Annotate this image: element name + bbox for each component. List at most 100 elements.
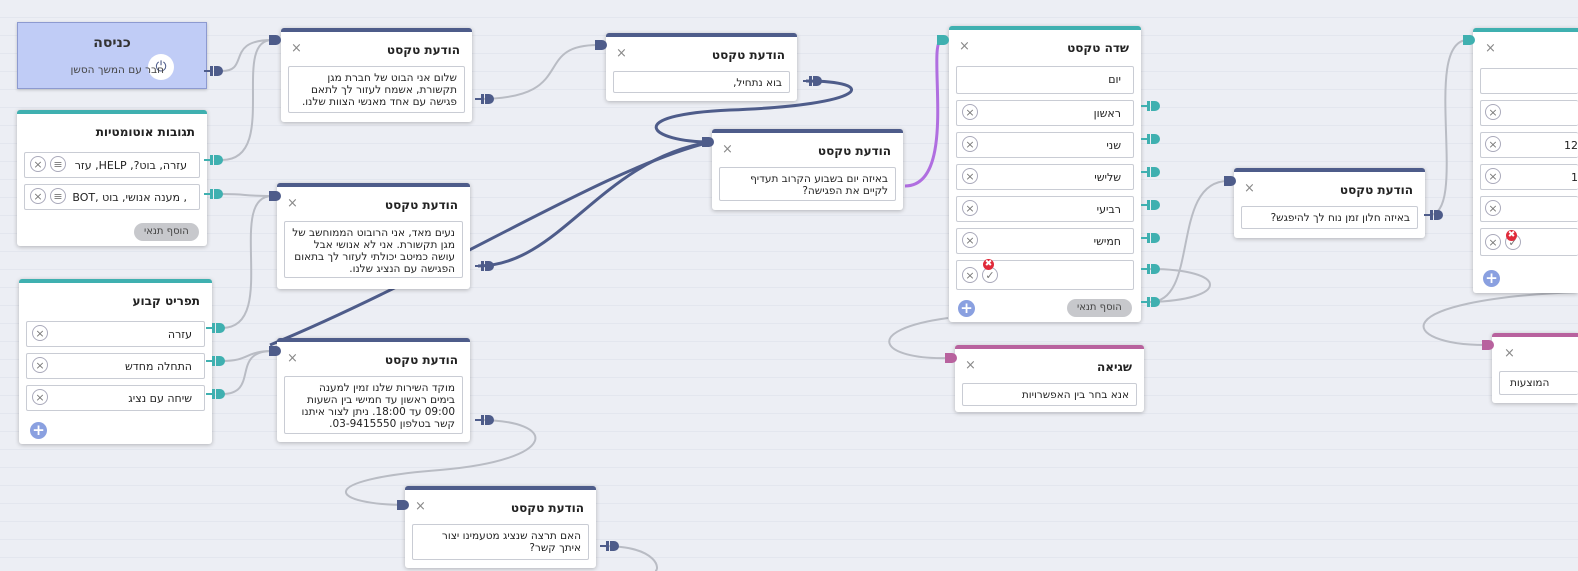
row-text: חמישי: [1093, 235, 1121, 248]
close-icon[interactable]: ×: [1485, 41, 1496, 56]
option-row-2[interactable]: שני×: [956, 132, 1134, 158]
error-node[interactable]: שגיאה × אנא בחר בין האפשרויות: [955, 345, 1144, 412]
partial-text-field-node[interactable]: × × ×12 ×1 × ×✓ +: [1473, 28, 1578, 293]
error-text[interactable]: אנא בחר בין האפשרויות: [962, 383, 1137, 406]
node-title: הודעת טקסט ×: [277, 342, 470, 376]
remove-icon[interactable]: ×: [962, 267, 978, 283]
add-item-button[interactable]: +: [958, 300, 975, 317]
add-item-button[interactable]: +: [1483, 270, 1500, 287]
wire-auto1-msg1: [221, 39, 273, 161]
close-icon[interactable]: ×: [291, 41, 302, 56]
menu-row-3[interactable]: שיחה עם נציג ×: [26, 385, 205, 411]
remove-icon[interactable]: ×: [962, 136, 978, 152]
close-icon[interactable]: ×: [722, 142, 733, 157]
auto-response-row-2[interactable]: , מענה אנושי, בוט ,BOT × ≡: [24, 184, 200, 210]
node-title: שדה טקסט ×: [949, 30, 1141, 64]
menu-row-1[interactable]: עזרה ×: [26, 321, 205, 347]
partial-error-node[interactable]: × המוצעות: [1492, 333, 1578, 403]
close-icon[interactable]: ×: [1244, 181, 1255, 196]
title-text: הודעת טקסט: [384, 353, 458, 367]
text-field-node[interactable]: שדה טקסט× יום ראשון× שני× שלישי× רביעי× …: [949, 26, 1141, 322]
message-text[interactable]: באיזה חלון זמן נוח לך להיפגש?: [1241, 206, 1418, 229]
remove-icon[interactable]: ×: [32, 325, 48, 341]
text-message-node-3[interactable]: הודעת טקסט × מוקד השירות שלנו זמין למענה …: [277, 338, 470, 442]
partial-row-1[interactable]: [1480, 68, 1578, 94]
text-message-node-7[interactable]: הודעת טקסט× באיזה חלון זמן נוח לך להיפגש…: [1234, 168, 1425, 238]
title-text: הודעת טקסט: [386, 43, 460, 57]
wire-tf-msg7: [1149, 180, 1229, 303]
settings-icon[interactable]: ≡: [50, 156, 66, 172]
option-row-3[interactable]: שלישי×: [956, 164, 1134, 190]
close-icon[interactable]: ×: [287, 351, 298, 366]
wire-msg6-textfield: [904, 38, 943, 188]
partial-row-3[interactable]: ×12: [1480, 132, 1578, 158]
remove-icon[interactable]: ×: [962, 200, 978, 216]
remove-icon[interactable]: ×: [962, 232, 978, 248]
remove-icon[interactable]: ×: [1485, 104, 1501, 120]
remove-icon[interactable]: ×: [30, 156, 46, 172]
option-row-5[interactable]: חמישי ×: [956, 228, 1134, 254]
fixed-menu-node[interactable]: תפריט קבוע עזרה × התחלה מחדש × שיחה עם נ…: [19, 279, 212, 444]
wire-auto2-msg2: [221, 193, 273, 197]
menu-row-2[interactable]: התחלה מחדש ×: [26, 353, 205, 379]
text-message-node-1[interactable]: הודעת טקסט × שלום אני הבוט של חברת מגן תק…: [281, 28, 472, 122]
remove-icon[interactable]: ×: [32, 357, 48, 373]
message-text[interactable]: מוקד השירות שלנו זמין למענה בימים ראשון …: [284, 376, 463, 434]
message-text[interactable]: נעים מאד, אני הרובוט הממוחשב של מגן תקשו…: [284, 221, 463, 278]
row-text: ראשון: [1093, 107, 1121, 120]
partial-row-2[interactable]: ×: [1480, 100, 1578, 126]
node-title: הודעת טקסט ×: [712, 133, 903, 167]
field-value: יום: [1108, 73, 1121, 86]
node-title: הודעת טקסט ×: [281, 32, 472, 66]
node-title: תגובות אוטומטיות: [95, 125, 195, 139]
node-title: הודעת טקסט×: [277, 187, 470, 221]
wire-entry-msg1: [221, 39, 273, 72]
add-item-button[interactable]: +: [30, 422, 47, 439]
settings-icon[interactable]: ≡: [50, 188, 66, 204]
text-message-node-4[interactable]: הודעת טקסט× האם תרצה שנציג מטעמינו יצור …: [405, 486, 596, 568]
option-row-1[interactable]: ראשון ×: [956, 100, 1134, 126]
row-text: , מענה אנושי, בוט ,BOT: [72, 191, 187, 204]
text-message-node-2[interactable]: הודעת טקסט× נעים מאד, אני הרובוט הממוחשב…: [277, 183, 470, 289]
close-icon[interactable]: ×: [616, 46, 627, 61]
partial-row-6[interactable]: ×✓: [1480, 228, 1578, 256]
partial-error-text[interactable]: המוצעות: [1499, 371, 1578, 395]
title-text: שדה טקסט: [1067, 41, 1129, 55]
title-text: הודעת טקסט: [817, 144, 891, 158]
close-icon[interactable]: ×: [287, 196, 298, 211]
partial-row-5[interactable]: ×: [1480, 196, 1578, 222]
remove-icon[interactable]: ×: [962, 104, 978, 120]
partial-row-4[interactable]: ×1: [1480, 164, 1578, 190]
close-icon[interactable]: ×: [415, 499, 426, 514]
message-text[interactable]: בוא נתחיל,: [613, 71, 790, 93]
auto-response-row-1[interactable]: עזרה, בוט?, HELP, עזר × ≡: [24, 152, 200, 178]
row-text: עזרה: [167, 328, 192, 341]
message-text[interactable]: באיזה יום בשבוע הקרוב תעדיף לקיים את הפג…: [719, 167, 896, 201]
remove-icon[interactable]: ×: [962, 168, 978, 184]
wire-msg5-msg6: [654, 79, 853, 144]
auto-responses-node[interactable]: תגובות אוטומטיות עזרה, בוט?, HELP, עזר ×…: [17, 110, 207, 246]
remove-icon[interactable]: ×: [1485, 200, 1501, 216]
message-text[interactable]: שלום אני הבוט של חברת מגן תקשורת, אשמח ל…: [288, 66, 465, 113]
node-title: הודעת טקסט×: [1234, 172, 1425, 206]
entry-node[interactable]: כניסה ⏻ חבר עם המשך הסשן: [17, 22, 207, 89]
remove-icon[interactable]: ×: [1485, 234, 1501, 250]
node-title: שגיאה ×: [955, 349, 1144, 383]
option-row-4[interactable]: רביעי×: [956, 196, 1134, 222]
remove-icon[interactable]: ×: [32, 389, 48, 405]
field-name-input[interactable]: יום: [956, 66, 1134, 94]
close-icon[interactable]: ×: [1504, 346, 1515, 361]
add-condition-button[interactable]: הוסף תנאי: [1067, 299, 1132, 317]
row-text: שיחה עם נציג: [128, 392, 192, 405]
add-condition-button[interactable]: הוסף תנאי: [134, 223, 199, 241]
close-icon[interactable]: ×: [965, 358, 976, 373]
remove-icon[interactable]: ×: [1485, 136, 1501, 152]
wire-menu3-msg3: [221, 350, 273, 395]
close-icon[interactable]: ×: [959, 39, 970, 54]
remove-icon[interactable]: ×: [1485, 168, 1501, 184]
title-text: שגיאה: [1097, 360, 1132, 374]
text-message-node-6[interactable]: הודעת טקסט × באיזה יום בשבוע הקרוב תעדיף …: [712, 129, 903, 210]
remove-icon[interactable]: ×: [30, 188, 46, 204]
message-text[interactable]: האם תרצה שנציג מטעמינו יצור איתך קשר?: [412, 524, 589, 560]
text-message-node-5[interactable]: הודעת טקסט× בוא נתחיל,: [606, 33, 797, 101]
